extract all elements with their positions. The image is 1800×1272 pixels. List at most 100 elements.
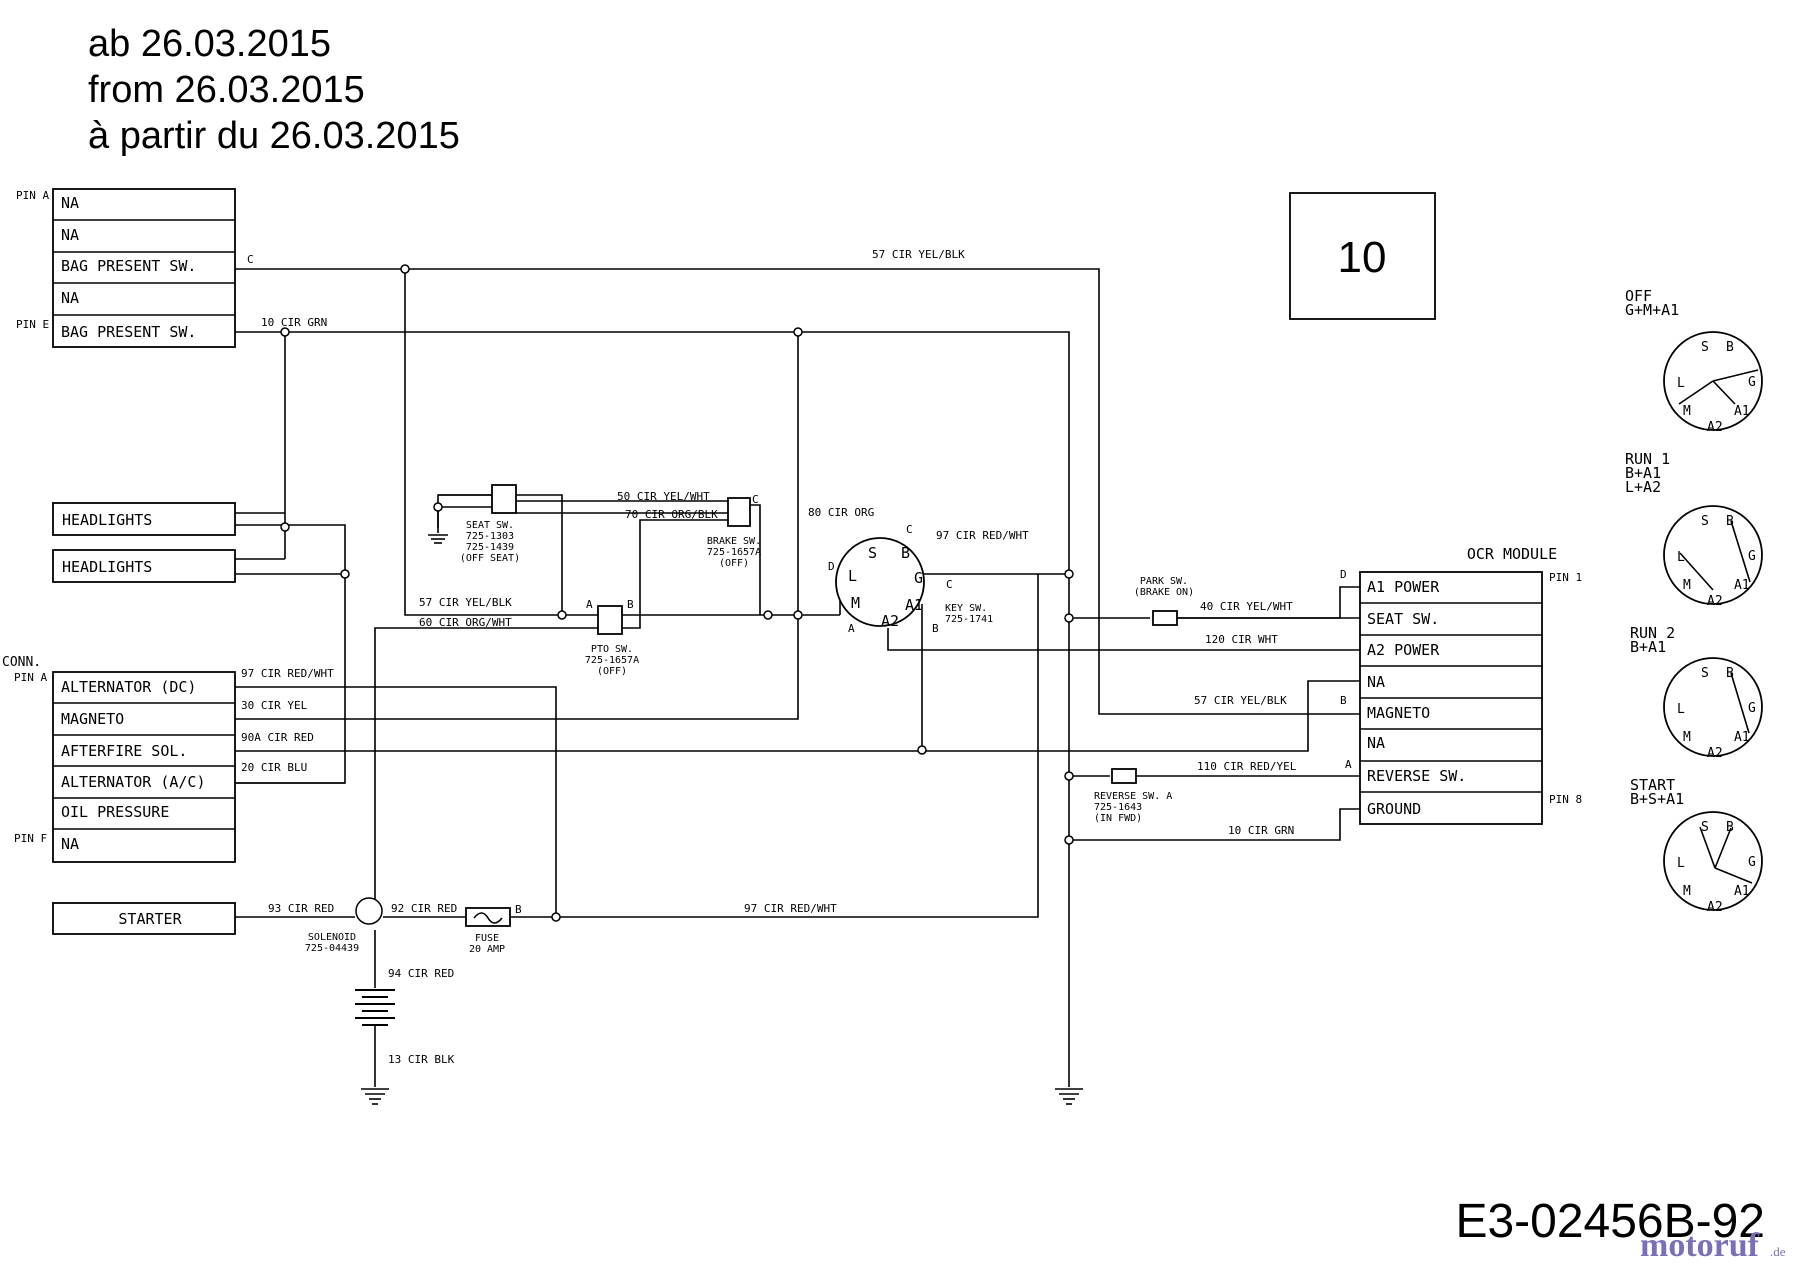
- pto-sw-label: PTO SW.: [591, 644, 633, 655]
- brake-sw-state: (OFF): [719, 558, 749, 569]
- key-term-l: L: [848, 567, 857, 585]
- brake-sw-part: 725-1657A: [707, 547, 761, 558]
- wire-97-key: 97 CIR RED/WHT: [936, 529, 1029, 542]
- wire-60: 60 CIR ORG/WHT: [419, 616, 512, 629]
- wire-97-conn: 97 CIR RED/WHT: [241, 667, 334, 680]
- wire-57-ocr: 57 CIR YEL/BLK: [1194, 694, 1287, 707]
- key-pos-2-term-g: G: [1748, 701, 1756, 716]
- ocr-row-seat-sw: SEAT SW.: [1367, 610, 1439, 628]
- wires: [235, 268, 1360, 1105]
- key-pos-run1-combo: B+A1: [1625, 464, 1661, 482]
- key-pos-3-term-l: L: [1677, 856, 1685, 871]
- key-pos-1-term-m: M: [1683, 578, 1691, 593]
- reverse-sw-label: REVERSE SW. A: [1094, 791, 1172, 802]
- key-pos-run2-title: RUN 2: [1630, 624, 1675, 642]
- headlight-2-label: HEADLIGHTS: [62, 558, 152, 576]
- seat-sw-state: (OFF SEAT): [460, 553, 520, 564]
- wire-70: 70 CIR ORG/BLK: [625, 508, 718, 521]
- wire-30: 30 CIR YEL: [241, 699, 308, 712]
- junction-nodes: [280, 264, 1074, 922]
- date-fr: à partir du 26.03.2015: [88, 115, 460, 157]
- key-pos-run1-combo2: L+A2: [1625, 478, 1661, 496]
- date-de: ab 26.03.2015: [88, 23, 331, 65]
- starter-box: [52, 902, 236, 935]
- key-pos-2-term-s: S: [1701, 666, 1709, 681]
- wire-13: 13 CIR BLK: [388, 1053, 455, 1066]
- key-pos-3-term-g: G: [1748, 855, 1756, 870]
- conn-pin-a: PIN A: [14, 671, 47, 684]
- pto-sw-part: 725-1657A: [585, 655, 639, 666]
- key-position-start: START B+S+A1: [1630, 776, 1763, 911]
- starter-label: STARTER: [118, 910, 182, 928]
- wire-90a: 90A CIR RED: [241, 731, 314, 744]
- conn-row-na: NA: [61, 835, 79, 853]
- key-pos-1-term-a1: A1: [1734, 578, 1750, 593]
- wire-80: 80 CIR ORG: [808, 506, 874, 519]
- key-pos-2-term-m: M: [1683, 730, 1691, 745]
- key-term-a1: A1: [905, 596, 923, 614]
- reverse-sw-state: (IN FWD): [1094, 813, 1142, 824]
- page-number-box: [1289, 192, 1436, 320]
- wire-120: 120 CIR WHT: [1205, 633, 1278, 646]
- wire-92: 92 CIR RED: [391, 902, 457, 915]
- conn-pin-f: PIN F: [14, 832, 47, 845]
- key-pos-0-term-b: B: [1726, 340, 1734, 355]
- wire-94: 94 CIR RED: [388, 967, 454, 980]
- top-connector: NA NA BAG PRESENT SW. NA BAG PRESENT SW.…: [16, 188, 236, 348]
- key-pos-run2-combo: B+A1: [1630, 638, 1666, 656]
- conn-row-afterfire: AFTERFIRE SOL.: [61, 742, 187, 760]
- key-pos-start-combo: B+S+A1: [1630, 790, 1684, 808]
- park-sw-state: (BRAKE ON): [1134, 587, 1194, 598]
- key-pos-1-term-a2: A2: [1707, 594, 1723, 609]
- key-term-b: B: [901, 544, 910, 562]
- solenoid-label: SOLENOID: [308, 932, 356, 943]
- key-pos-1-term-b: B: [1726, 514, 1734, 529]
- component-labels: SEAT SW. 725-1303 725-1439 (OFF SEAT) BR…: [305, 520, 1194, 955]
- top-conn-pin-e: PIN E: [16, 318, 49, 331]
- wire-110: 110 CIR RED/YEL: [1197, 760, 1297, 773]
- term-d-key: D: [828, 560, 835, 573]
- key-pos-2-term-a1: A1: [1734, 730, 1750, 745]
- key-position-off: OFF G+M+A1: [1625, 287, 1763, 431]
- date-en: from 26.03.2015: [88, 69, 365, 111]
- key-pos-3-term-m: M: [1683, 884, 1691, 899]
- term-b-ocr: B: [1340, 694, 1347, 707]
- ocr-pin-1: PIN 1: [1549, 571, 1582, 584]
- term-b-fuse: B: [515, 903, 522, 916]
- term-b-key: B: [932, 622, 939, 635]
- key-pos-2-term-b: B: [1726, 666, 1734, 681]
- key-pos-0-term-l: L: [1677, 376, 1685, 391]
- wire-10-top: 10 CIR GRN: [261, 316, 327, 329]
- wire-93: 93 CIR RED: [268, 902, 334, 915]
- top-conn-row-2: NA: [61, 226, 79, 244]
- key-pos-0-term-m: M: [1683, 404, 1691, 419]
- key-term-a2: A2: [881, 612, 899, 630]
- fuse-rating: 20 AMP: [469, 944, 505, 955]
- term-c-top: C: [247, 253, 254, 266]
- term-a-pto: A: [586, 598, 593, 611]
- diagram-code: E3-02456B-92: [1455, 1195, 1765, 1248]
- conn-row-oil-pressure: OIL PRESSURE: [61, 803, 169, 821]
- key-term-m: M: [851, 594, 860, 612]
- wire-10-ocr: 10 CIR GRN: [1228, 824, 1294, 837]
- key-sw-label: KEY SW.: [945, 603, 987, 614]
- headlights: HEADLIGHTS HEADLIGHTS: [52, 502, 236, 583]
- pto-sw-state: (OFF): [597, 666, 627, 677]
- reverse-sw-part: 725-1643: [1094, 802, 1142, 813]
- term-c-brake: C: [752, 493, 759, 506]
- key-pos-0-term-g: G: [1748, 375, 1756, 390]
- top-conn-row-3: BAG PRESENT SW.: [61, 257, 196, 275]
- key-pos-1-term-g: G: [1748, 549, 1756, 564]
- wire-40: 40 CIR YEL/WHT: [1200, 600, 1293, 613]
- key-pos-1-term-s: S: [1701, 514, 1709, 529]
- key-sw-part: 725-1741: [945, 614, 993, 625]
- conn-row-alternator-ac: ALTERNATOR (A/C): [61, 773, 206, 791]
- key-pos-start-title: START: [1630, 776, 1675, 794]
- key-pos-3-term-a2: A2: [1707, 900, 1723, 915]
- wire-57-top: 57 CIR YEL/BLK: [872, 248, 965, 261]
- key-pos-2-term-a2: A2: [1707, 746, 1723, 761]
- watermark: motoruf: [1640, 1227, 1760, 1264]
- ocr-row-na-2: NA: [1367, 734, 1385, 752]
- key-pos-0-term-a1: A1: [1734, 404, 1750, 419]
